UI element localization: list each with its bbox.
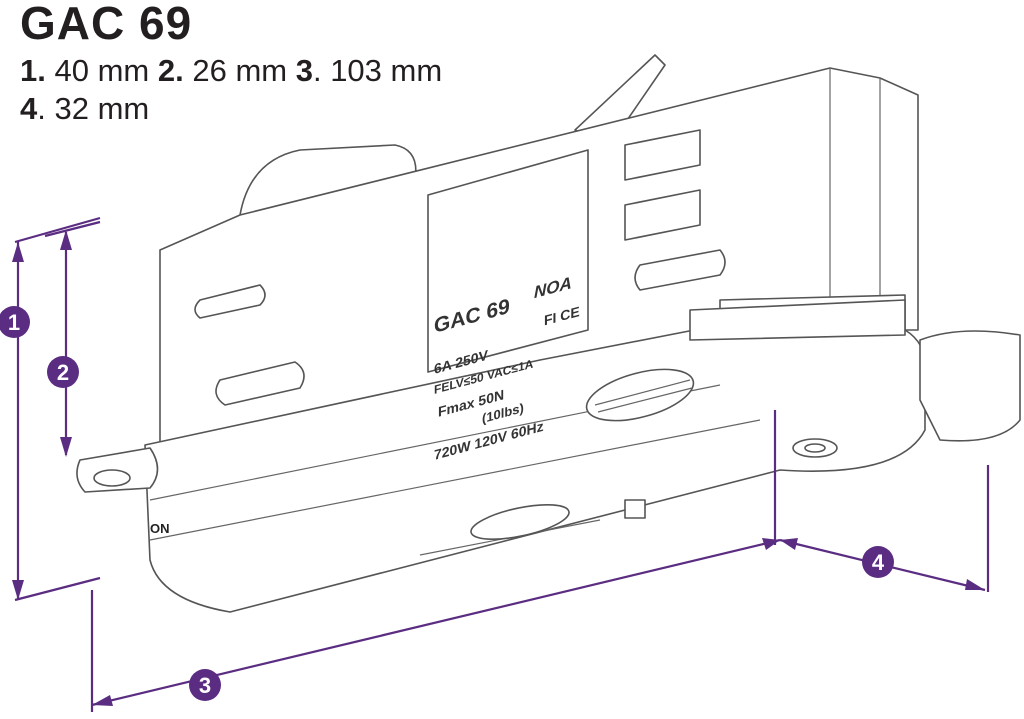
callout-badges: 1 2 3 4 [0,306,894,701]
dimension-lines [12,216,990,712]
product-title: GAC 69 [20,0,193,49]
callout-2: 2 [57,360,69,385]
dim-2-value: 26 mm [192,53,288,88]
dimension-list: 1. 40 mm 2. 26 mm 3. 103 mm 4. 32 mm [20,52,442,128]
dim-2-num: 2. [157,53,184,88]
callout-1: 1 [8,310,20,335]
dim-3-value: . 103 mm [312,53,443,88]
dim-1-num: 1. [20,53,46,88]
dim-4-value: . 32 mm [37,91,150,126]
dim-3-num: 3 [295,53,313,88]
dim-1-value: 40 mm [54,53,150,88]
switch-on-label: ON [150,521,170,536]
dim-4-num: 4 [20,91,38,126]
callout-3: 3 [199,673,211,698]
callout-4: 4 [872,550,885,575]
